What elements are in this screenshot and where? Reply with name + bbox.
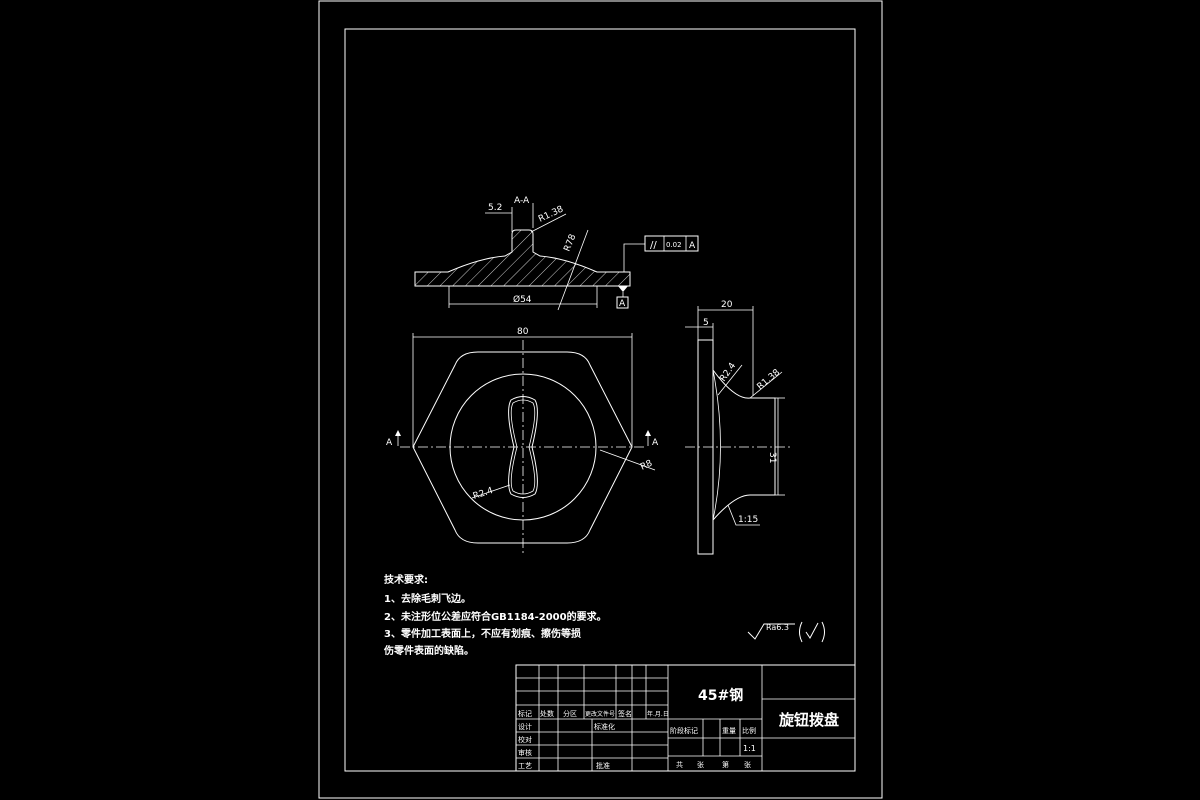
- section-mark-left: A: [386, 438, 393, 448]
- dim-taper: 1:15: [738, 515, 758, 525]
- header-cell: 标记: [518, 709, 532, 718]
- surface-finish-value: Ra6.3: [766, 623, 789, 632]
- side-knob-profile: [712, 369, 776, 521]
- surface-finish-symbol: Ra6.3: [747, 621, 825, 643]
- header-cell: 处数: [540, 709, 554, 718]
- dim-thickness: 5.2: [488, 203, 502, 213]
- row-label: 工艺: [518, 762, 532, 770]
- tech-req-title: 技术要求:: [384, 573, 428, 586]
- dim-r24-side: R2.4: [718, 361, 738, 384]
- section-mark-right: A: [652, 438, 659, 448]
- dim-width: 80: [517, 327, 529, 337]
- row-label: 审核: [518, 748, 532, 757]
- dim-r78: R78: [563, 233, 579, 253]
- datum-label: A: [619, 299, 626, 309]
- dim-plate: 5: [703, 318, 709, 328]
- tech-req-line: 3、零件加工表面上，不应有划痕、擦伤等损: [384, 627, 581, 640]
- title-block: 45#钢 旋钮拨盘 标记 处数 分区 更改文件号 签名 年.月.日 设计 校对 …: [515, 664, 856, 772]
- tolerance-value: 0.02: [666, 241, 682, 249]
- section-label: A-A: [514, 196, 530, 206]
- tech-requirements: 技术要求: 1、去除毛刺飞边。 2、未注形位公差应符合GB1184-2000的要…: [383, 573, 607, 657]
- dim-r8: R8: [639, 458, 654, 472]
- dim-height: 31: [767, 452, 777, 463]
- row-label: 校对: [518, 735, 532, 744]
- tech-req-line: 1、去除毛刺飞边。: [384, 592, 471, 605]
- datum-triangle: [618, 286, 628, 292]
- sheet-cell: 张: [697, 760, 704, 769]
- tolerance-frame: [644, 235, 699, 252]
- approve-label: 批准: [596, 761, 610, 770]
- sheet-cell: 第: [722, 760, 729, 769]
- dim-diameter: Ø54: [513, 294, 532, 305]
- header-cell: 分区: [563, 709, 577, 718]
- dim-total: 20: [721, 300, 733, 310]
- material: 45#钢: [698, 687, 743, 704]
- tech-req-line: 伤零件表面的缺陷。: [383, 644, 474, 657]
- tech-req-line: 2、未注形位公差应符合GB1184-2000的要求。: [384, 610, 607, 623]
- tolerance-symbol: //: [650, 240, 657, 251]
- standardization-label: 标准化: [594, 722, 615, 731]
- dim-r24-front: R2.4: [472, 486, 495, 502]
- section-profile: [414, 229, 631, 287]
- row-label: 设计: [518, 722, 532, 731]
- header-cell: 签名: [618, 709, 632, 718]
- hex-flange: [412, 351, 633, 544]
- sheet-cell: 张: [744, 760, 751, 769]
- header-cell: 年.月.日: [647, 710, 669, 718]
- front-view: 80 A A R8 R2.4: [386, 327, 659, 555]
- sheet-cell: 共: [676, 760, 683, 769]
- inner-frame: [344, 28, 856, 772]
- header-cell: 更改文件号: [585, 710, 615, 718]
- part-name: 旋钮拨盘: [778, 711, 839, 729]
- tolerance-datum: A: [689, 241, 696, 251]
- stage-cell: 比例: [742, 726, 756, 735]
- outer-frame: [318, 0, 883, 799]
- stage-cell: 重量: [722, 727, 736, 735]
- dim-r138-side: R1.38: [756, 368, 783, 393]
- section-view: 5.2 A-A R1.38 R78 Ø54 // 0.02 A A: [414, 196, 699, 311]
- side-view: 20 5 R2.4 R1.38 31 1:15: [685, 300, 790, 555]
- stage-cell: 阶段标记: [670, 726, 698, 735]
- scale-value: 1:1: [743, 744, 756, 753]
